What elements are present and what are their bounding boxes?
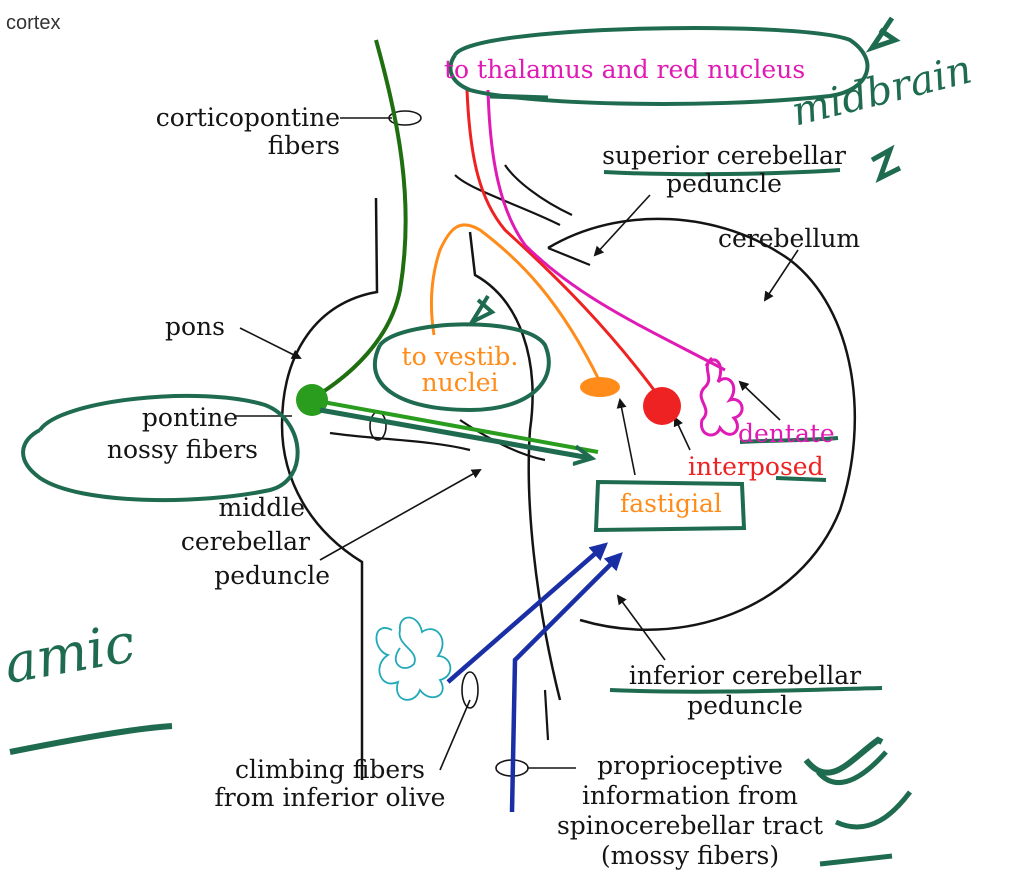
label-pontine-line-2: nossy fibers [60,436,258,463]
label-climbing-line-2: from inferior olive [180,784,480,811]
pontine-ring [370,412,386,440]
label-fastigial: fastigial [620,490,722,517]
label-cerebellum: cerebellum [718,225,860,252]
pontine-to-fastigial-arrow [320,410,590,458]
label-climbing-line-1: climbing fibers [180,756,480,783]
amic-underline [10,726,172,752]
pons-arrow [240,328,300,358]
label-corticopontine-line-2: fibers [120,132,340,159]
interposed-arrow [675,418,690,450]
thalamus-fiber-magenta [488,90,725,370]
climbing-ring [462,672,478,708]
label-vestib-line-2: nuclei [370,369,550,396]
pons-outline [282,198,377,780]
inferior-peduncle-line [545,690,548,740]
label-middle-line-3: peduncle [120,562,330,589]
climbing-fiber [448,545,605,682]
fastigial-nucleus [580,377,620,397]
dentate-nucleus [701,358,742,435]
label-proprio-line-3: spinocerebellar tract [540,812,840,839]
label-middle-line-1: middle [120,494,305,521]
dentate-arrow [740,382,780,420]
label-proprio-line-2: information from [540,782,840,809]
label-pontine-line-1: pontine [60,404,238,431]
corticopontine-fiber [318,40,406,395]
label-interposed: interposed [688,453,824,480]
label-inferior-line-1: inferior cerebellar [600,662,890,689]
label-dentate: dentate [738,420,835,447]
fastigial-arrow [620,400,635,475]
thalamus-underline [490,96,548,98]
inferior-olive [376,618,450,700]
middle-peduncle-line-2 [330,433,470,450]
vestib-star [472,296,492,322]
label-proprio-line-1: proprioceptive [540,752,840,779]
label-thalamus: to thalamus and red nucleus [444,56,805,83]
label-proprio-line-4: (mossy fibers) [540,842,840,869]
cerebellum-arrow [765,250,798,300]
checkmark-3 [836,792,910,827]
label-corticopontine-line-1: corticopontine [120,104,340,131]
label-vestib-line-1: to vestib. [370,343,550,370]
peduncle-stub-2 [505,165,572,215]
interposed-nucleus [643,387,681,425]
midbrain-star-2 [872,150,900,178]
label-pons: pons [165,313,225,340]
label-inferior-line-2: peduncle [600,692,890,719]
label-superior-line-1: superior cerebellar [584,142,864,169]
label-superior-line-2: peduncle [584,170,864,197]
middle-arrow [320,470,480,560]
midbrain-star-1 [872,18,895,48]
label-middle-line-2: cerebellar [120,528,310,555]
peduncle-stub-3 [548,248,590,265]
